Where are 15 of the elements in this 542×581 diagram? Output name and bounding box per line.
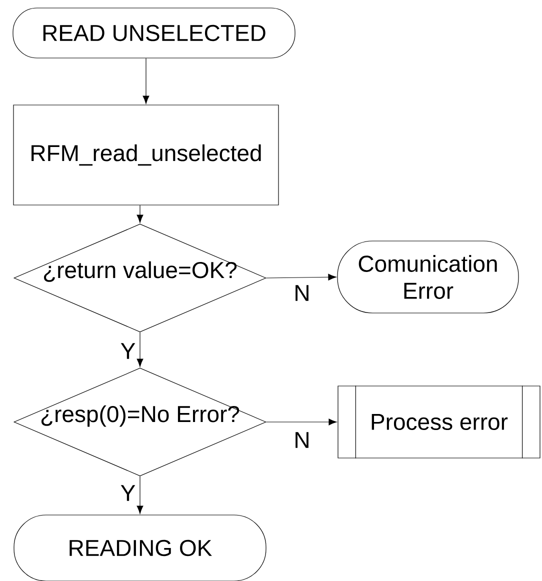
subprocess-box: Process error [338, 385, 540, 459]
edge-label: N [292, 284, 312, 302]
arrow [136, 205, 144, 223]
arrow [136, 476, 144, 514]
terminal-box: READ UNSELECTED [12, 8, 296, 58]
arrow [142, 58, 150, 104]
edge-label: N [292, 431, 312, 449]
edge-label: Y [119, 342, 137, 360]
arrow [266, 418, 337, 426]
terminal-box: Comunication Error [337, 240, 519, 314]
arrow [136, 332, 144, 367]
arrow [266, 274, 336, 280]
process-box: RFM_read_unselected [13, 104, 279, 206]
edge-label: Y [119, 484, 137, 502]
terminal-box: READING OK [14, 514, 266, 581]
